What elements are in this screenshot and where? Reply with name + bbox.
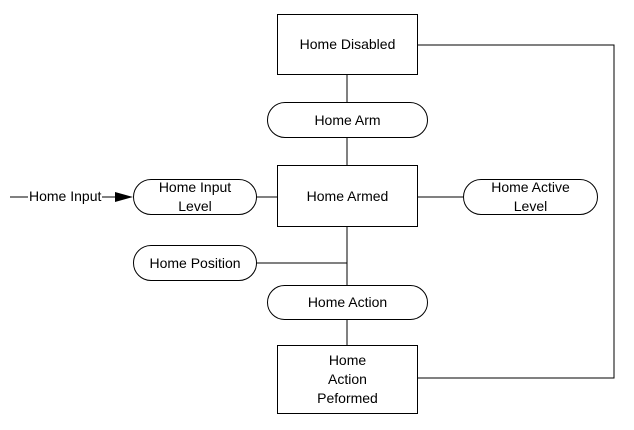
home-input-arrowhead [115,192,133,202]
node-home-input-level-line1: Home Input [158,179,232,195]
node-home-disabled-label: Home Disabled [299,36,396,52]
node-home-action-performed: Home Action Peformed [277,345,418,414]
node-home-position: Home Position [133,245,257,281]
node-home-disabled: Home Disabled [277,14,418,75]
node-home-action-performed-line1: Home [328,352,367,368]
node-home-action-performed-line3: Peformed [317,390,378,406]
line-performed-to-disabled-loop [418,44,615,379]
node-home-arm: Home Arm [267,102,428,138]
node-home-arm-label: Home Arm [314,111,381,128]
node-home-action: Home Action [267,285,428,320]
node-home-armed-label: Home Armed [306,187,389,204]
home-input-label: Home Input [28,187,103,206]
node-home-action-performed-line2: Action [328,371,367,387]
node-home-action-label: Home Action [307,294,388,310]
node-home-armed: Home Armed [277,165,418,227]
node-home-active-level-line1: Home Active [491,179,570,195]
node-home-input-level: Home Input Level [133,179,257,215]
node-home-active-level: Home Active Level [463,179,598,215]
node-home-active-level-line2: Level [513,198,548,214]
node-home-input-level-line2: Level [178,198,212,214]
node-home-position-label: Home Position [149,254,241,271]
